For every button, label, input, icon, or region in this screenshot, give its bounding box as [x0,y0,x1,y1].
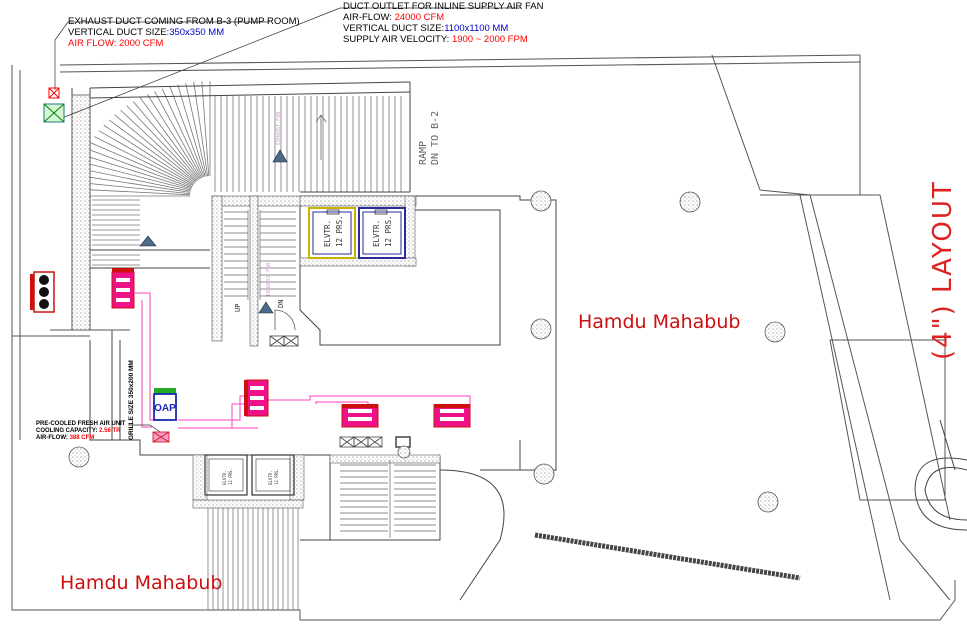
pcfau-airflow-value: 388 CFM [69,435,95,441]
elevator-2-label: ELVTR. [372,220,381,247]
stair-up-label: UP [234,304,242,312]
pink-tags: EXHAUST FAN EXHAUST FAN [266,112,282,296]
ramp-radial-lines [75,81,211,197]
exhaust-duct-note: EXHAUST DUCT COMING FROM B-3 (PUMP ROOM)… [68,16,300,49]
elevator-1-label: ELVTR. [323,220,332,247]
side-title: (4") LAYOUT [928,180,958,360]
ramp-hatched-edge [71,94,91,331]
watermark-center: Hamdu Mahabub [578,311,741,333]
airflow-label: AIR-FLOW: [343,12,395,23]
inline-fan-line4: SUPPLY AIR VELOCITY: 1900 ~ 2000 FPM [343,34,543,45]
ramp-label: RAMP [418,141,429,165]
svg-text:12 PRS.: 12 PRS. [274,468,279,485]
elevator-2 [358,207,406,259]
elevator-1-capacity: 12 PRS. [335,215,344,247]
supply-ducts [135,292,471,429]
level-markers [139,149,288,314]
ramp-down-label: DN TO B-2 [430,111,441,165]
exhaust-duct-size-value: 350x350 MM [169,27,225,38]
pcfau-note: PRE-COOLED FRESH AIR UNIT COOLING CAPACI… [36,421,125,442]
stair-down-label: DN [277,300,285,308]
inline-fan-line3: VERTICAL DUCT SIZE:1100x1100 MM [343,23,543,34]
fcu-unit-left [111,268,135,309]
ramp-direction-arrow [315,114,327,160]
outer-boundary [11,54,956,621]
airflow-value: 24000 CFM [394,12,445,23]
supply-outlet-symbol [43,103,65,123]
exhaust-note-line1: EXHAUST DUCT COMING FROM B-3 (PUMP ROOM) [68,16,300,27]
exhaust-duct-size-label: VERTICAL DUCT SIZE: [68,27,170,38]
svg-text:ELVTR.: ELVTR. [222,471,227,485]
door-swing [274,309,296,331]
inline-fan-unit [30,271,55,313]
pcfau-line1: PRE-COOLED FRESH AIR UNIT [36,421,126,427]
inline-fan-line1: DUCT OUTLET FOR INLINE SUPPLY AIR FAN [343,1,544,12]
exhaust-note-line2: VERTICAL DUCT SIZE:350x350 MM [68,27,300,38]
ramp-straight-lines [92,96,402,266]
lower-elevator-tags: ELVTR. 12 PRS. ELVTR. 12 PRS. [222,468,279,485]
velocity-label: SUPPLY AIR VELOCITY: [343,34,452,45]
svg-text:12 PRS.: 12 PRS. [228,468,233,485]
exhaust-note-line3: AIR FLOW: 2000 CFM [68,38,164,49]
main-stairs [224,210,296,300]
bottom-stairs [207,508,299,610]
inline-fan-note: DUCT OUTLET FOR INLINE SUPPLY AIR FAN AI… [343,1,543,45]
grille-label: GRILLE SIZE 350x200 MM [128,360,135,440]
core-hatched-walls [192,195,441,509]
parking-curb [534,532,801,581]
svg-text:EXHAUST FAN: EXHAUST FAN [266,263,272,296]
pcfau-airflow-label: AIR-FLOW: [36,435,70,441]
fcu-unit-middle [244,379,269,417]
pcfau-line3: AIR-FLOW: 388 CFM [36,435,125,442]
elevator-1 [308,207,356,259]
lower-stairs [340,460,436,538]
exhaust-duct-symbol [48,87,60,99]
velocity-value: 1900 ~ 2000 FPM [451,34,528,45]
fcu-unit-right-1 [341,404,379,428]
fire-hose-cabinets [269,335,411,448]
svg-text:EXHAUST FAN: EXHAUST FAN [276,112,282,145]
cooling-capacity-label: COOLING CAPACITY: [36,428,100,434]
oap-unit [153,388,177,421]
vertical-duct-size-label: VERTICAL DUCT SIZE: [343,23,445,34]
svg-text:ELVTR.: ELVTR. [268,471,273,485]
watermark-bottom-left: Hamdu Mahabub [60,572,223,594]
oap-label: OAP [154,403,176,414]
cooling-capacity-value: 2.56 TR [99,428,121,434]
fcu-unit-right-2 [433,404,471,428]
vertical-duct-size-value: 1100x1100 MM [444,23,509,34]
elevator-2-capacity: 12 PRS. [384,215,393,247]
columns [68,190,786,513]
leader-lines [54,7,520,433]
grille-symbol [152,431,170,443]
pcfau-line2: COOLING CAPACITY: 2.56 TR [36,428,125,435]
lower-elevators [204,454,295,496]
road-curve [914,419,967,531]
inline-fan-line2: AIR-FLOW: 24000 CFM [343,12,543,23]
